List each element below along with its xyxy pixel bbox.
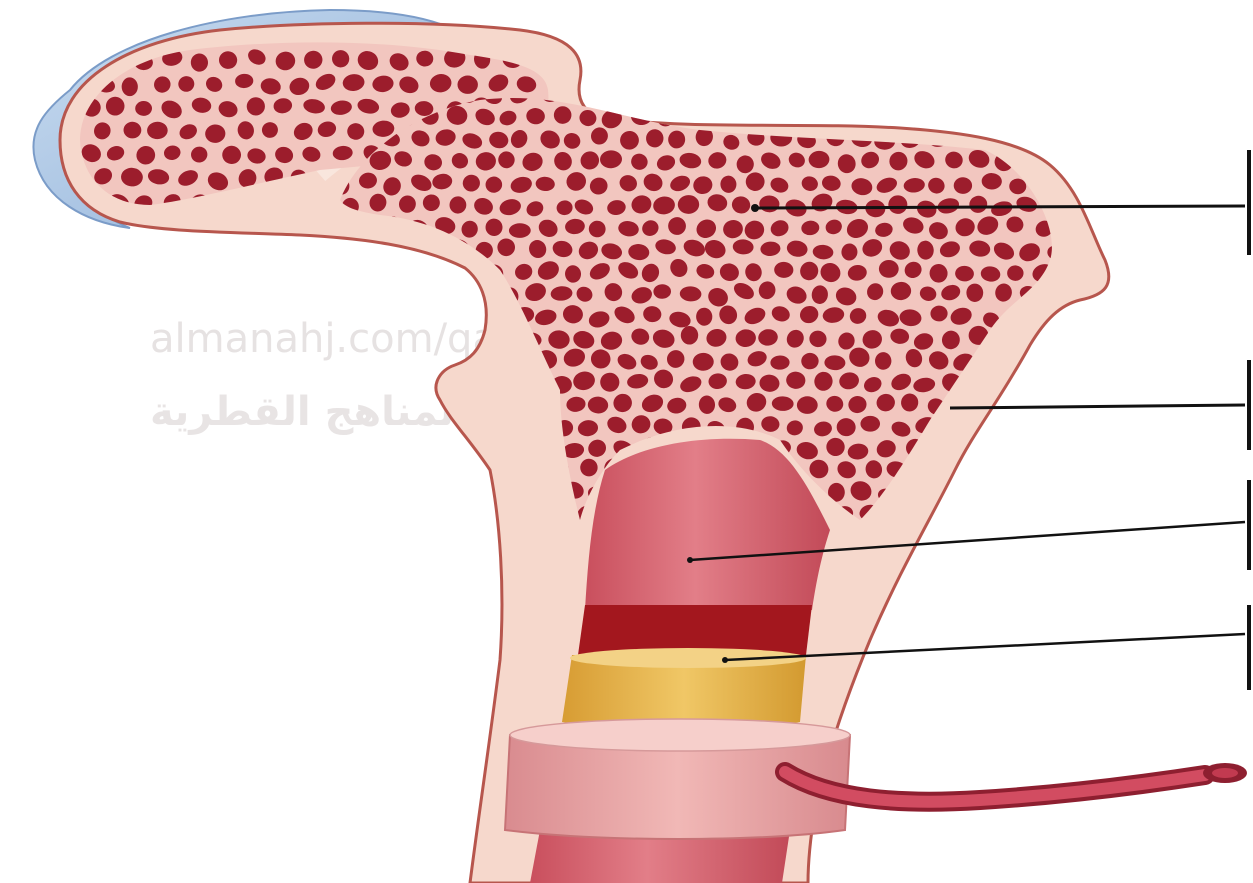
trabecula-dot (432, 436, 452, 456)
trabecula-dot (879, 260, 899, 278)
trabecula-dot (1045, 458, 1072, 483)
leader-spongy-bone (755, 206, 1245, 208)
trabecula-dot (380, 264, 402, 283)
trabecula-dot (1033, 395, 1054, 415)
trabecula-dot (1007, 481, 1027, 501)
trabecula-dot (1018, 105, 1040, 126)
trabecula-dot (380, 482, 399, 500)
trabecula-dot (1029, 484, 1052, 503)
trabecula-dot (902, 86, 926, 106)
trabecula-dot (667, 88, 686, 103)
trabecula-dot (930, 86, 949, 105)
trabecula-dot (444, 282, 469, 305)
trabecula-dot (417, 460, 442, 485)
trabecula-dot (436, 263, 452, 280)
trabecula-dot (342, 284, 363, 305)
trabecula-dot (390, 504, 417, 529)
yellow-marrow (562, 648, 806, 728)
trabecula-dot (939, 107, 963, 126)
watermark-arabic: المناهج القطرية (150, 389, 468, 435)
trabecula-dot (1018, 460, 1042, 480)
trabecula-dot (826, 84, 847, 103)
trabecula-dot (470, 505, 491, 527)
trabecula-dot (356, 264, 379, 287)
trabecula-dot (392, 462, 413, 481)
trabecula-dot (352, 435, 377, 460)
trabecula-dot (405, 435, 429, 457)
trabecula-dot (994, 105, 1015, 124)
trabecula-dot (802, 84, 819, 100)
trabecula-dot (724, 84, 742, 100)
trabecula-dot (964, 459, 988, 482)
trabecula-dot (329, 260, 350, 279)
trabecula-dot (952, 487, 971, 503)
trabecula-dot (837, 104, 857, 125)
trabecula-dot (953, 83, 978, 105)
trabecula-dot (408, 483, 430, 504)
trabecula-dot (1045, 110, 1065, 130)
trabecula-dot (1043, 325, 1069, 349)
trabecula-dot (1020, 506, 1039, 524)
trabecula-dot (640, 87, 664, 106)
trabecula-dot (861, 106, 880, 127)
trabecula-dot (690, 83, 712, 103)
trabecula-dot (747, 83, 767, 103)
trabecula-dot (1033, 82, 1057, 106)
trabecula-dot (875, 88, 897, 106)
trabecula-dot (1044, 370, 1066, 392)
trabecula-dot (980, 438, 1002, 460)
trabecula-dot (1046, 414, 1068, 435)
trabecula-dot (941, 505, 961, 524)
trabecula-dot (419, 284, 442, 305)
trabecula-dot (353, 479, 376, 502)
trabecula-dot (971, 111, 989, 128)
trabecula-dot (769, 83, 793, 105)
trabecula-dot (1003, 83, 1025, 104)
trabecula-dot (380, 440, 401, 460)
trabecula-dot (1008, 443, 1030, 462)
trabecula-dot (883, 104, 910, 129)
trabecula-dot (458, 76, 478, 94)
trabecula-dot (1030, 130, 1048, 149)
trabecula-dot (1029, 439, 1052, 461)
trabecula-dot (978, 84, 998, 105)
trabecula-dot (615, 83, 638, 105)
trabecula-dot (966, 284, 983, 302)
trabecula-dot (368, 367, 393, 391)
trabecula-dot (330, 438, 353, 459)
trabecula-dot (447, 506, 468, 522)
trabecula-dot (1016, 370, 1037, 392)
red-marrow-band (578, 605, 812, 655)
watermark-url: almanahj.com/qa (150, 316, 497, 362)
trabecula-dot (367, 506, 390, 525)
trabecula-dot (1017, 415, 1041, 435)
trabecula-dot (422, 503, 444, 525)
trabecula-dot (994, 461, 1016, 484)
trabecula-dot (343, 503, 364, 524)
trabecula-dot (995, 417, 1016, 432)
trabecula-dot (366, 283, 392, 307)
trabecula-dot (394, 288, 411, 306)
trabecula-dot (970, 508, 988, 523)
trabecula-dot (411, 261, 432, 279)
trabecula-dot (1042, 504, 1064, 525)
trabecula-dot (340, 461, 362, 479)
blood-vessel (785, 763, 1247, 802)
trabecula-dot (461, 481, 483, 502)
trabecula-dot (330, 478, 355, 502)
trabecula-dot (444, 464, 464, 482)
trabecula-dot (367, 461, 390, 484)
trabecula-dot (849, 85, 871, 105)
trabecula-dot (797, 396, 818, 414)
trabecula-dot (1032, 349, 1054, 368)
trabecula-dot (979, 483, 1003, 505)
trabecula-dot (994, 504, 1017, 524)
trabecula-dot (916, 106, 936, 126)
trabecula-dot (431, 487, 454, 505)
trabecula-dot (590, 84, 614, 106)
